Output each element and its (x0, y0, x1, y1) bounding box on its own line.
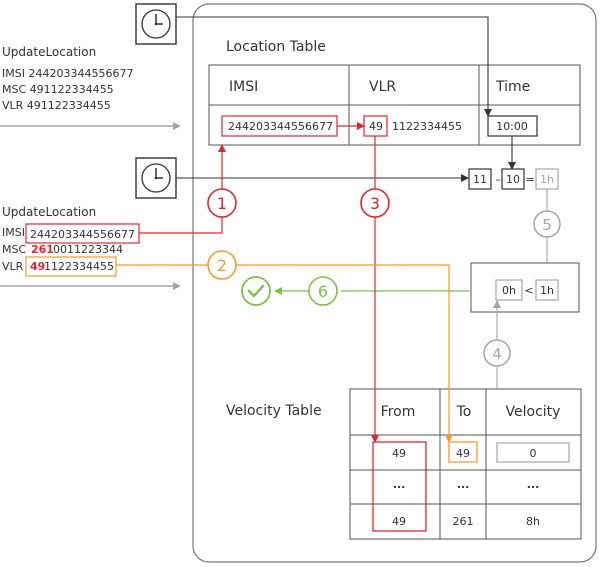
location-imsi-value: 244203344556677 (228, 120, 333, 133)
calc-last-hour (501, 168, 525, 190)
update-location-1-vlr: VLR 491122334455 (2, 99, 111, 112)
compare-box (470, 262, 580, 313)
location-table-title: Location Table (226, 39, 326, 55)
update-location-1-title: UpdateLocation (2, 45, 96, 59)
update-location-2-msc-prefix: 261 (31, 243, 54, 256)
svg-text:1: 1 (217, 194, 227, 213)
compare-velocity (495, 279, 523, 301)
velocity-row-3-velocity: 8h (526, 515, 540, 528)
svg-text:11: 11 (473, 173, 487, 186)
velocity-table (349, 388, 582, 540)
velocity-table-title: Velocity Table (226, 403, 322, 419)
location-vlr-rest: 1122334455 (392, 120, 462, 133)
svg-text:5: 5 (542, 216, 552, 234)
calc-minus: – (495, 173, 501, 186)
update-location-2-vlr-rest: 1122334455 (44, 260, 114, 273)
update-location-2-title: UpdateLocation (2, 205, 96, 219)
velocity-row-2-from: ... (393, 478, 406, 491)
velocity-row-1-from: 49 (392, 447, 406, 460)
svg-text:1h: 1h (540, 284, 554, 297)
update-location-1-msc: MSC 491122334455 (2, 83, 114, 96)
location-header-imsi: IMSI (229, 79, 258, 95)
update-location-2-vlr-label: VLR (2, 260, 24, 273)
to-cell-highlight (448, 441, 478, 463)
update-location-2-msc-label: MSC (2, 243, 26, 256)
update-location-2-vlr-prefix: 49 (30, 260, 45, 273)
velocity-row-3-from: 49 (392, 515, 406, 528)
velocity-cell-highlight (496, 442, 570, 463)
velocity-row-1-to: 49 (456, 447, 470, 460)
svg-text:10: 10 (506, 173, 520, 186)
update-location-2-imsi: 244203344556677 (30, 228, 135, 241)
svg-text:2: 2 (217, 256, 227, 275)
location-vlr-prefix: 49 (369, 120, 383, 133)
velocity-header-from: From (381, 404, 416, 420)
calc-equals: = (525, 173, 534, 186)
velocity-row-3-to: 261 (453, 515, 474, 528)
svg-text:0h: 0h (502, 284, 516, 297)
message-vlr-highlight (25, 256, 117, 277)
velocity-row-2-to: ... (457, 478, 470, 491)
update-location-2-imsi-label: IMSI (2, 226, 25, 239)
location-header-time: Time (495, 79, 530, 95)
calc-current-hour (468, 168, 492, 190)
location-header-vlr: VLR (369, 79, 396, 95)
svg-text:1h: 1h (540, 173, 554, 186)
velocity-header-to: To (456, 404, 472, 420)
svg-text:4: 4 (492, 345, 502, 363)
velocity-row-2-velocity: ... (527, 478, 540, 491)
compare-elapsed (535, 279, 559, 301)
from-column-highlight (372, 441, 427, 532)
check-icon (241, 276, 271, 306)
location-time-value: 10:00 (496, 120, 528, 133)
velocity-row-1-velocity: 0 (530, 447, 537, 460)
update-location-2-msc-rest: 0011223344 (53, 243, 123, 256)
svg-text:3: 3 (370, 194, 380, 213)
vlr-to-to-arrow (236, 264, 453, 443)
compare-operator: < (524, 284, 533, 297)
update-location-1-imsi: IMSI 244203344556677 (2, 67, 133, 80)
velocity-header-velocity: Velocity (506, 404, 561, 420)
clock-icon (135, 157, 177, 199)
clock-to-time-arrow (176, 16, 492, 117)
clock-icon (135, 3, 177, 45)
svg-text:6: 6 (318, 282, 328, 301)
